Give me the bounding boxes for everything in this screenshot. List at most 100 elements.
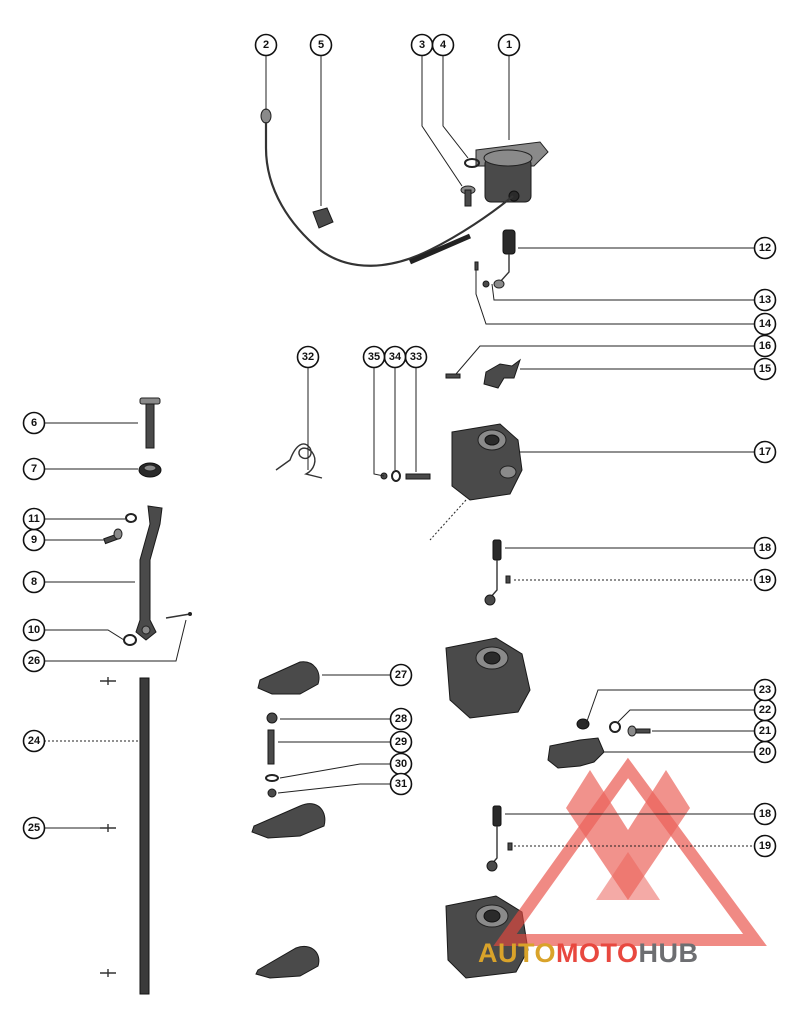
svg-text:27: 27 [395,669,407,681]
svg-text:30: 30 [395,758,407,770]
part-29-shaft [267,729,275,765]
callout-32: 32 [296,345,320,369]
part-12-plunger [499,229,516,283]
svg-text:18: 18 [759,542,771,554]
callout-7: 7 [22,457,46,481]
callout-10: 10 [22,618,46,642]
callout-29: 29 [389,730,413,754]
part-31-nut [267,788,277,798]
part-carb-body-2 [445,637,531,719]
part-5-clip [312,207,334,229]
svg-text:18: 18 [759,808,771,820]
part-4-washer [464,158,480,168]
callout-19: 19 [753,568,777,592]
svg-text:11: 11 [28,513,40,525]
svg-text:10: 10 [28,624,40,636]
callout-1: 1 [497,33,521,57]
callout-8: 8 [22,570,46,594]
callout-13: 13 [753,288,777,312]
svg-text:32: 32 [302,351,314,363]
svg-text:28: 28 [395,713,407,725]
svg-text:9: 9 [31,534,37,546]
svg-text:3: 3 [419,39,425,51]
callout-4: 4 [431,33,455,57]
part-18-linkage [484,539,502,606]
svg-text:16: 16 [759,340,771,352]
part-cam-2 [251,803,326,839]
svg-text:35: 35 [368,351,380,363]
svg-text:19: 19 [759,574,771,586]
part-carb-body-3 [445,895,529,979]
callout-33: 33 [404,345,428,369]
part-2-cable [260,108,514,267]
part-19-screw [505,575,511,584]
callout-6: 6 [22,411,46,435]
callout-28: 28 [389,707,413,731]
callout-18-lower: 18 [753,802,777,826]
svg-text:7: 7 [31,463,37,475]
part-21-screw [627,725,651,737]
svg-text:26: 26 [28,655,40,667]
svg-text:17: 17 [759,446,771,458]
callout-21: 21 [753,719,777,743]
svg-text:33: 33 [410,351,422,363]
part-9-screw [103,528,123,545]
svg-text:13: 13 [759,294,771,306]
part-14-pin [474,261,479,271]
part-27-throttle-cam [257,661,320,695]
callout-25: 25 [22,816,46,840]
callout-20: 20 [753,740,777,764]
callout-35: 35 [362,345,386,369]
callout-2: 2 [254,33,278,57]
callout-26: 26 [22,649,46,673]
svg-text:20: 20 [759,746,771,758]
svg-text:31: 31 [395,778,407,790]
watermark-logo [493,757,767,946]
svg-text:22: 22 [759,704,771,716]
part-24-shaft [139,677,150,995]
part-8-link-arm [135,505,163,641]
callout-3: 3 [410,33,434,57]
svg-text:2: 2 [263,39,269,51]
callout-12: 12 [753,236,777,260]
svg-text:29: 29 [395,736,407,748]
part-25-screws [100,677,116,977]
part-23-nut [576,718,590,730]
callout-34: 34 [383,345,407,369]
callout-16: 16 [753,334,777,358]
svg-text:8: 8 [31,576,37,588]
part-19-screw-lower [507,842,513,851]
part-6-bolt [139,397,161,449]
part-16-screw [445,373,461,379]
part-26-pin [165,612,192,619]
part-22-washer [609,721,621,733]
part-3-screw [460,185,476,207]
watermark-moto: MOTO [556,938,639,968]
part-32-spring [275,443,323,479]
callout-24: 24 [22,729,46,753]
part-17-carb-body [451,423,523,501]
watermark-hub: HUB [639,938,699,968]
callout-15: 15 [753,357,777,381]
svg-text:1: 1 [506,39,512,51]
part-1-solenoid [475,141,549,203]
svg-text:15: 15 [759,363,771,375]
callout-11: 11 [22,507,46,531]
watermark-auto: AUTO [478,938,556,968]
svg-text:23: 23 [759,684,771,696]
callout-30: 30 [389,752,413,776]
callout-19-lower: 19 [753,834,777,858]
part-cam-3 [255,946,320,979]
svg-text:19: 19 [759,840,771,852]
callout-14: 14 [753,312,777,336]
part-20-bracket [547,737,605,769]
part-11-washer [125,513,137,523]
part-7-bushing [138,462,162,478]
callout-22: 22 [753,698,777,722]
svg-text:24: 24 [28,735,41,747]
svg-text:12: 12 [759,242,771,254]
svg-text:4: 4 [440,39,447,51]
callout-18: 18 [753,536,777,560]
callout-23: 23 [753,678,777,702]
